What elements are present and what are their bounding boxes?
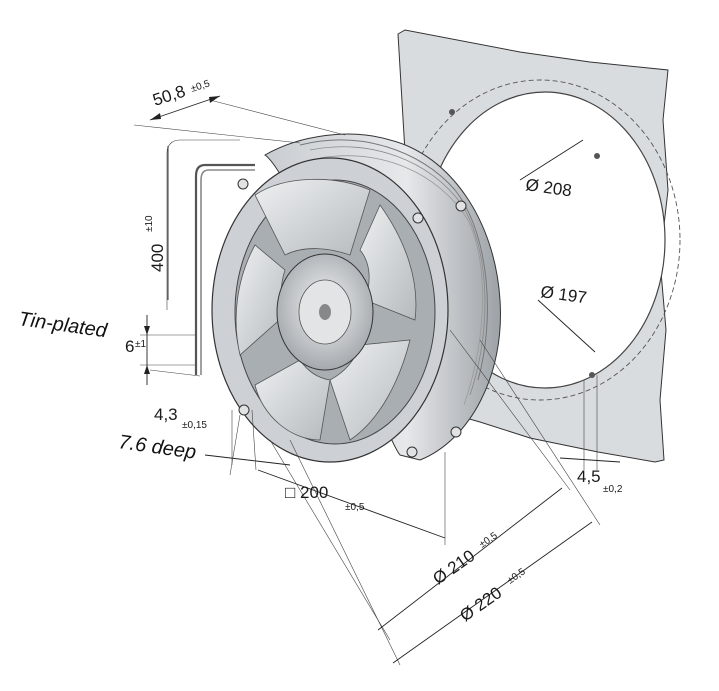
square-size-tol: ±0,5: [345, 502, 365, 513]
lead-length-tol: ±10: [144, 215, 155, 232]
fan-housing: [211, 133, 501, 463]
depth-total-tol: ±0,5: [190, 78, 212, 95]
flange-depth-tol: ±0,15: [182, 420, 207, 431]
dia-220-tol: ±0,5: [505, 566, 528, 586]
strip-length-label: 6: [125, 337, 134, 356]
fan-blade: [254, 359, 331, 441]
square-size-label: □ 200: [285, 483, 328, 502]
bolt-circle: [399, 79, 681, 401]
deep-note: 7.6 deep: [117, 431, 197, 464]
fan-blade: [359, 204, 417, 321]
flange-depth-label: 4,3: [154, 405, 178, 424]
mounting-lug: [455, 200, 467, 212]
mounting-lug: [406, 446, 418, 458]
dia-220-label: Ø 220: [456, 583, 505, 625]
mounting-lug: [237, 178, 249, 190]
panel-hole: [594, 153, 600, 159]
panel-hole: [449, 109, 455, 115]
tin-plated-note: Tin-plated: [17, 308, 109, 342]
dia-210-label: Ø 210: [429, 546, 478, 588]
mounting-lug: [450, 426, 462, 438]
hub-bore: [319, 304, 331, 320]
hole-offset-label: 4,5: [577, 467, 601, 486]
dimension-lines: [133, 95, 621, 666]
mounting-lug: [412, 212, 424, 224]
panel-hole: [589, 372, 595, 378]
hole-offset-tol: ±0,2: [603, 484, 623, 495]
strip-length-tol: ±1: [135, 339, 146, 350]
lead-length-label: 400: [148, 244, 167, 272]
dia-210-tol: ±0,5: [477, 530, 500, 550]
mounting-lug: [238, 404, 250, 416]
depth-total-label: 50,8: [150, 82, 187, 110]
fan-blade: [254, 178, 371, 256]
lead-wire: [194, 163, 255, 375]
